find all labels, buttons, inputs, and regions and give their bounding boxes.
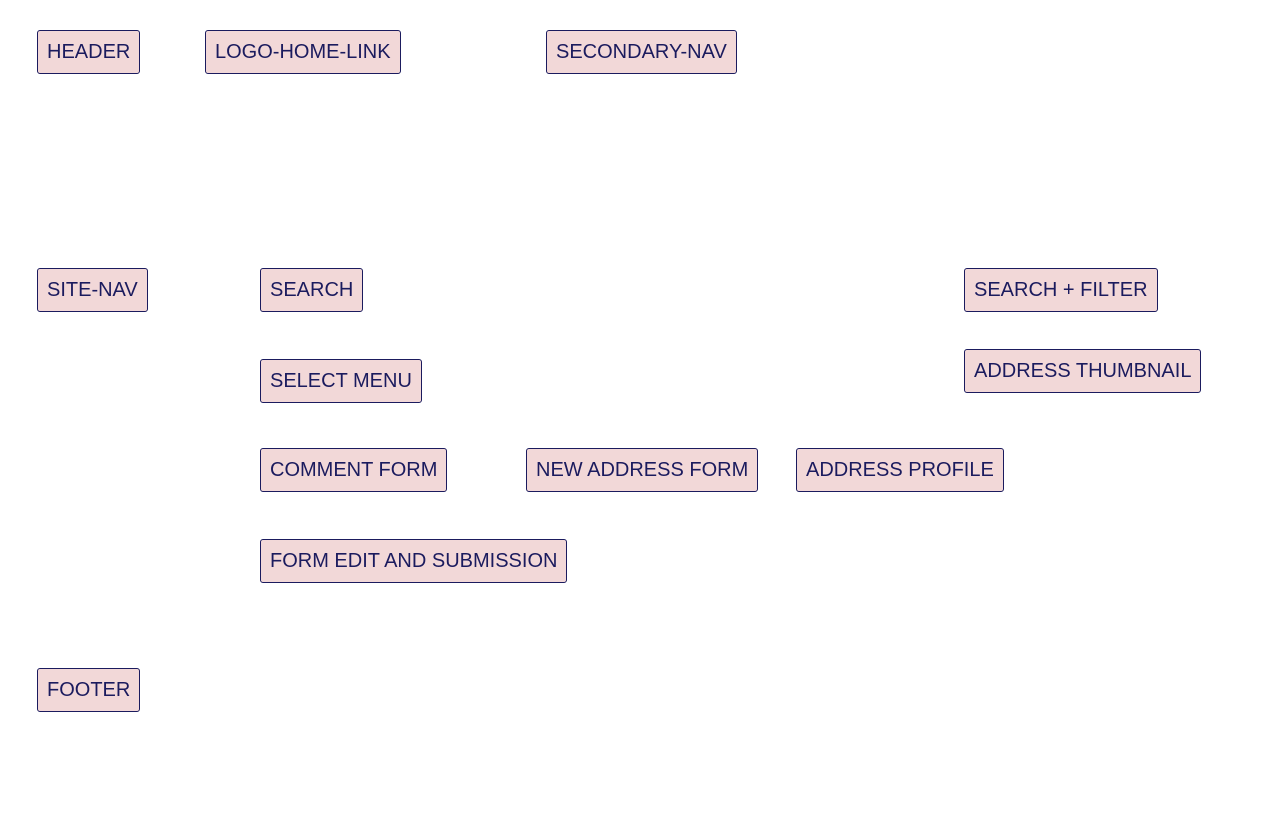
address-profile-node[interactable]: ADDRESS PROFILE	[796, 448, 1004, 492]
secondary-nav-node[interactable]: SECONDARY-NAV	[546, 30, 737, 74]
site-nav-node[interactable]: SITE-NAV	[37, 268, 148, 312]
form-edit-submission-node[interactable]: FORM EDIT AND SUBMISSION	[260, 539, 568, 583]
logo-home-link-node[interactable]: LOGO-HOME-LINK	[205, 30, 401, 74]
search-filter-node[interactable]: SEARCH + FILTER	[964, 268, 1158, 312]
header-node[interactable]: HEADER	[37, 30, 141, 74]
new-address-form-node[interactable]: NEW ADDRESS FORM	[526, 448, 759, 492]
search-node[interactable]: SEARCH	[260, 268, 364, 312]
comment-form-node[interactable]: COMMENT FORM	[260, 448, 448, 492]
address-thumbnail-node[interactable]: ADDRESS THUMBNAIL	[964, 349, 1202, 393]
footer-node[interactable]: FOOTER	[37, 668, 141, 712]
select-menu-node[interactable]: SELECT MENU	[260, 359, 422, 403]
